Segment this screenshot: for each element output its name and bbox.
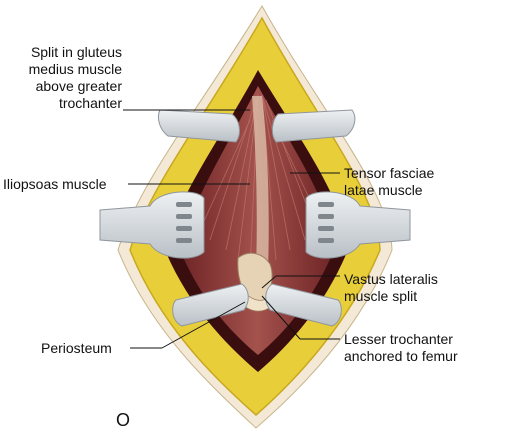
panel-letter: O: [116, 410, 131, 430]
label-tensor-fasciae-latae: Tensor fasciae latae muscle: [344, 165, 435, 198]
label-iliopsoas: Iliopsoas muscle: [3, 176, 107, 192]
label-lesser-trochanter: Lesser trochanter anchored to femur: [344, 331, 458, 364]
right-rake-retractor: [305, 191, 411, 259]
lower-left-retractor: [172, 283, 249, 327]
leader-periosteum-b: [161, 301, 246, 349]
leader-vastus-b: [261, 275, 277, 289]
lower-right-retractor: [265, 283, 342, 327]
iliopsoas-tendon: [252, 96, 269, 270]
left-rake-retractor: [99, 191, 205, 259]
label-gluteus-split: Split in gluteus medius muscle above gre…: [28, 44, 122, 111]
leader-lesser-b: [261, 295, 301, 340]
leader-lines: [123, 109, 340, 349]
upper-right-retractor: [271, 109, 356, 143]
upper-left-retractor: [157, 109, 240, 143]
label-vastus-lateralis: Vastus lateralis muscle split: [344, 271, 438, 304]
label-periosteum: Periosteum: [41, 340, 112, 356]
